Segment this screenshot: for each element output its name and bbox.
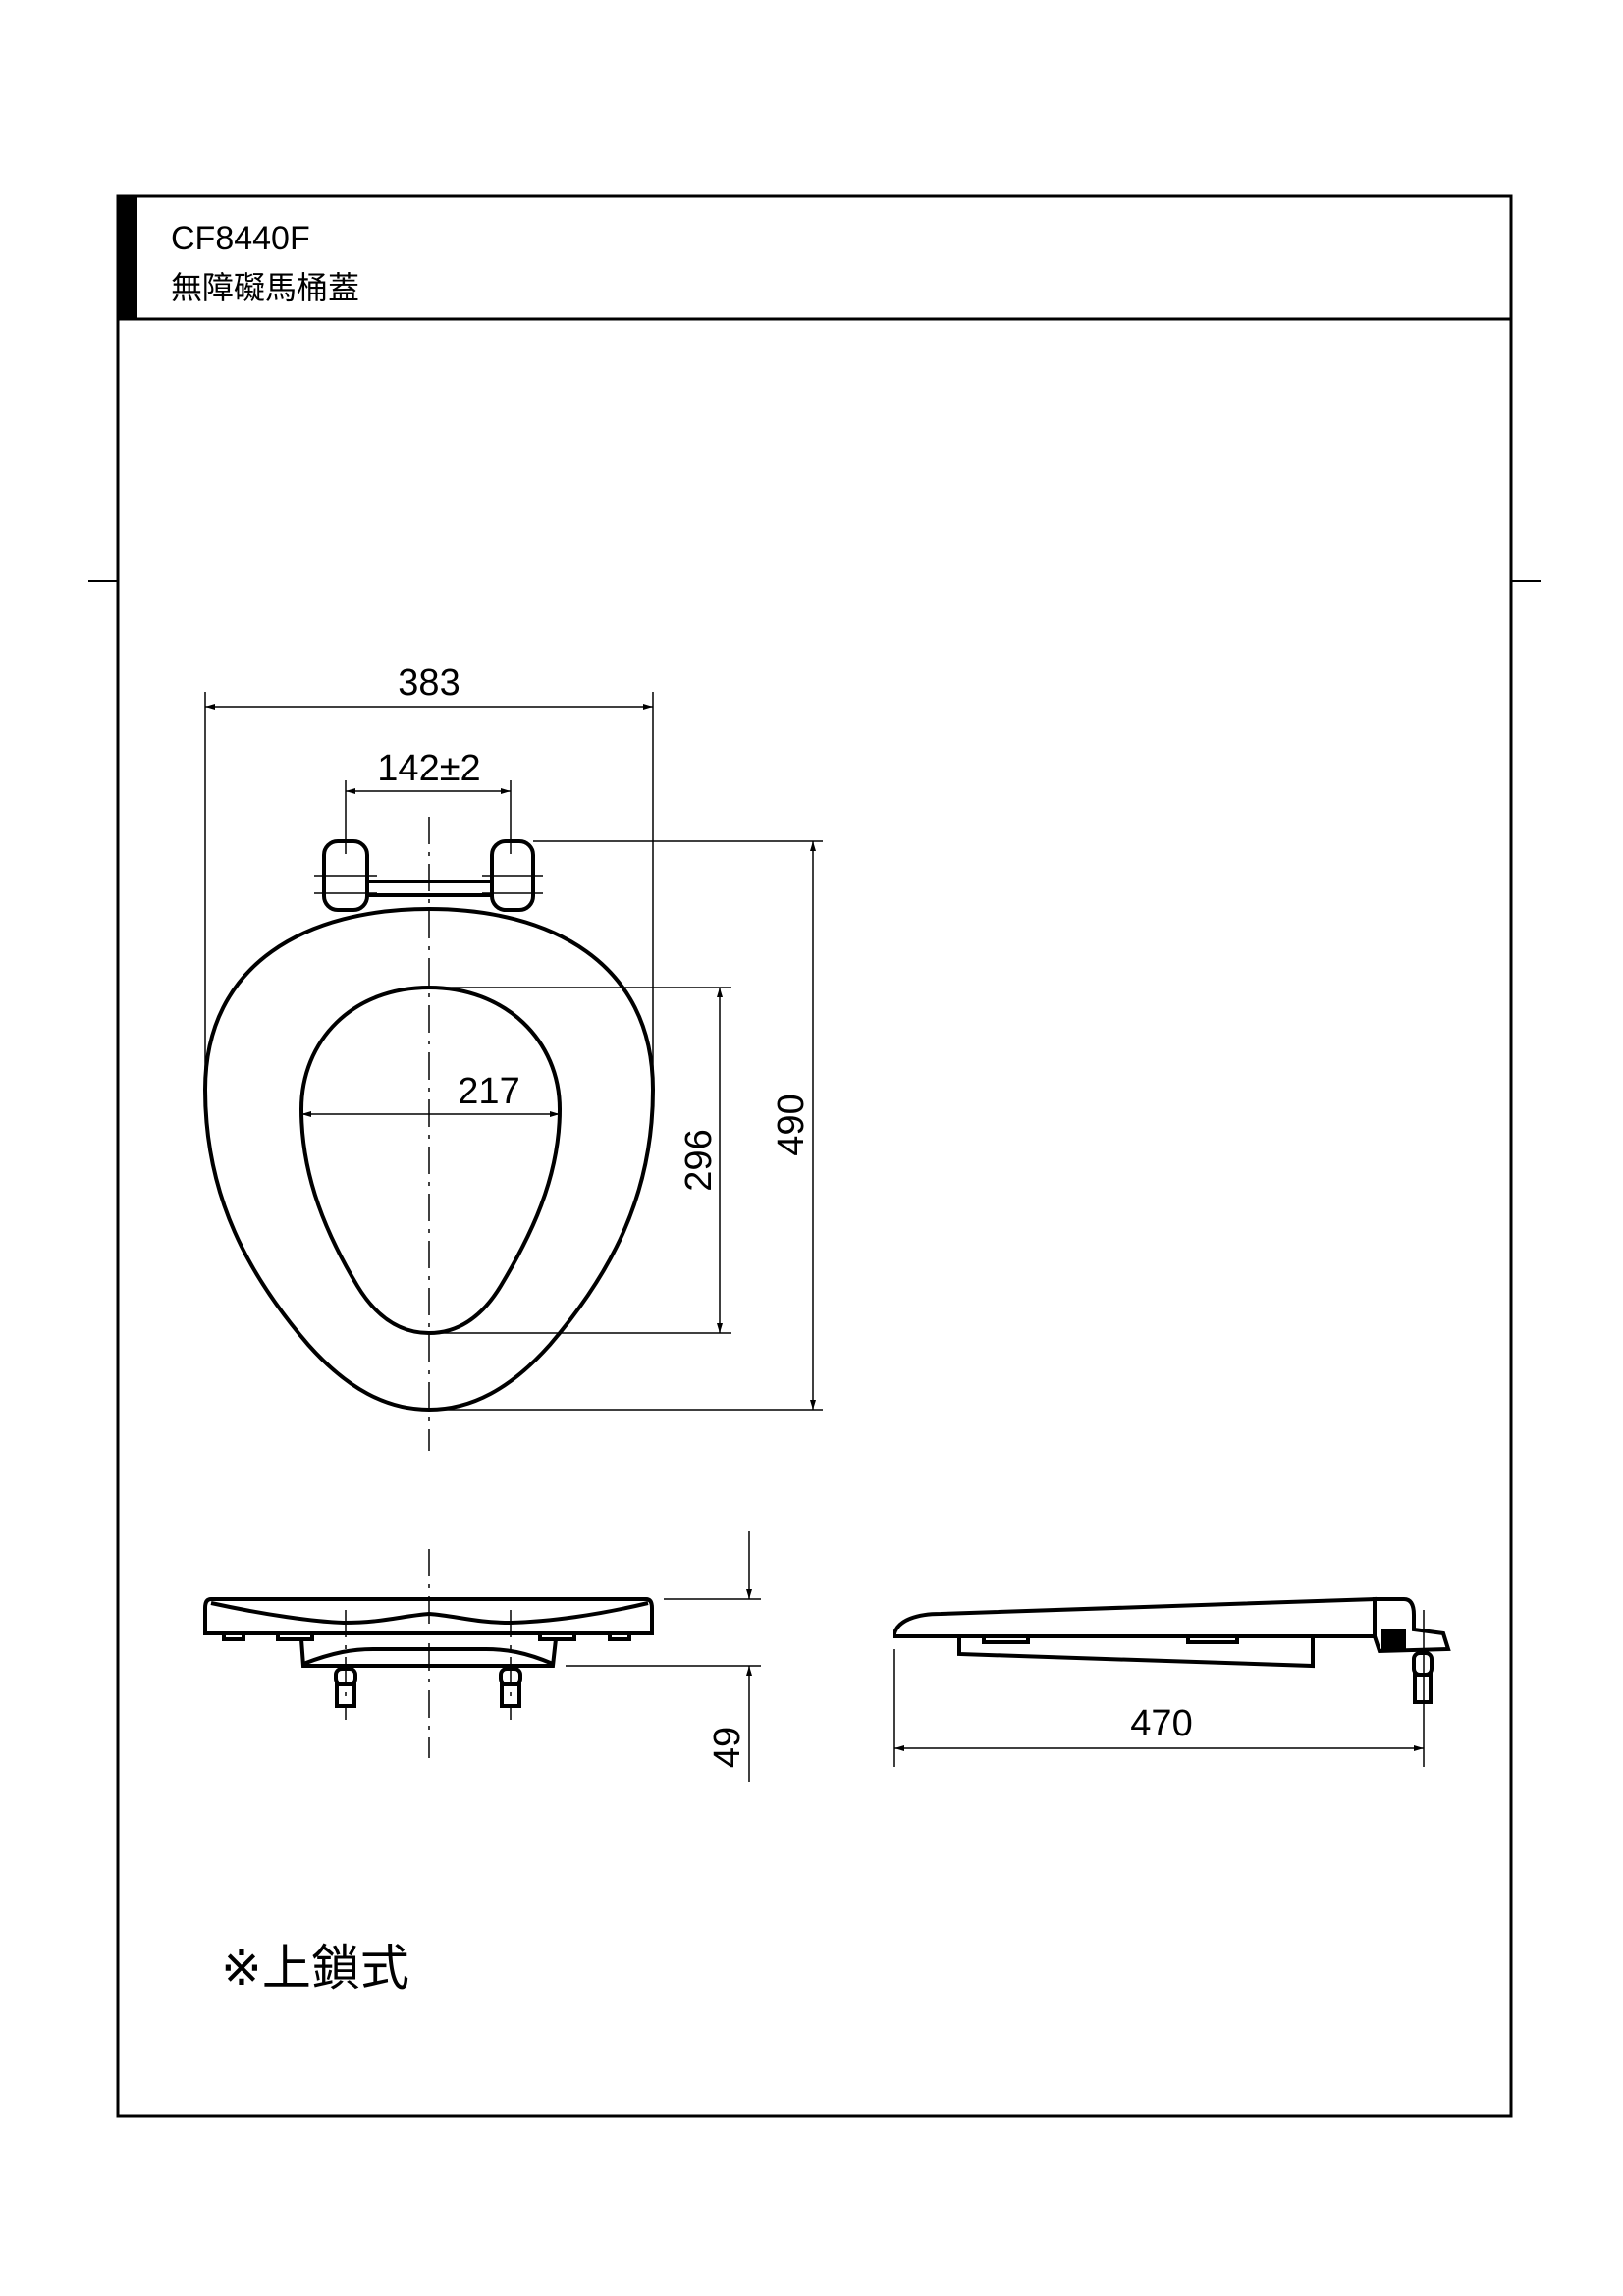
model-number: CF8440F — [171, 220, 310, 257]
dim-hinge-spacing: 142±2 — [377, 748, 480, 789]
dim-opening-width: 217 — [458, 1071, 519, 1112]
dim-overall-width: 383 — [398, 663, 460, 704]
front-view: 49 — [203, 1531, 761, 1782]
dim-opening-length: 296 — [678, 1129, 720, 1191]
lock-type-note: ※上鎖式 — [221, 1941, 409, 1996]
sheet-frame — [116, 194, 1513, 2118]
dim-height: 49 — [707, 1727, 748, 1768]
dim-overall-length: 490 — [771, 1094, 812, 1155]
side-view: 470 — [893, 1596, 1451, 1767]
top-view: 383 142±2 217 296 490 — [202, 663, 823, 1451]
header-accent-bar — [118, 196, 137, 319]
product-name: 無障礙馬桶蓋 — [171, 270, 359, 305]
seat-opening — [298, 985, 563, 1336]
dim-side-length: 470 — [1130, 1703, 1192, 1744]
